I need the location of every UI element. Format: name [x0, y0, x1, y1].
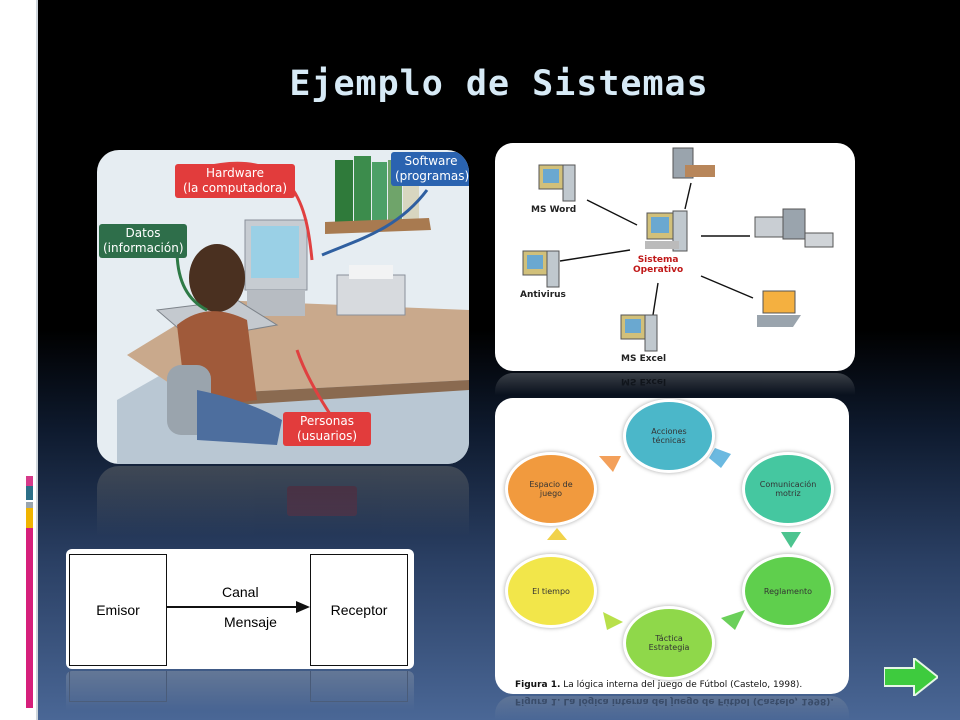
personas-label: Personas (usuarios) — [283, 412, 371, 446]
center-os-label: Sistema Operativo — [633, 255, 684, 275]
cycle-reflection-text: Figura 1. La lógica interna del juego de… — [515, 696, 834, 706]
figure-caption: Figura 1. La lógica interna del juego de… — [515, 680, 802, 690]
canal-label: Canal — [222, 584, 259, 600]
computer-illustration — [117, 156, 469, 464]
accent-bar-magenta — [26, 528, 33, 708]
comm-image-reflection — [66, 671, 414, 711]
comm-arrow — [166, 601, 310, 613]
communication-diagram: Emisor Receptor Canal Mensaje — [66, 549, 414, 669]
next-slide-label: Siguiente — [938, 658, 939, 659]
word-computer-icon — [538, 164, 576, 202]
network-illustration — [522, 147, 834, 352]
ms-word-label: MS Word — [531, 205, 577, 215]
accent-bar-gray — [26, 502, 33, 508]
ms-excel-label: MS Excel — [621, 354, 667, 364]
mensaje-label: Mensaje — [224, 614, 277, 630]
emisor-label: Emisor — [96, 602, 140, 618]
antivirus-label: Antivirus — [520, 290, 566, 300]
next-slide-button[interactable]: Siguiente — [883, 655, 940, 699]
emisor-box: Emisor — [69, 554, 167, 666]
printer — [336, 265, 406, 316]
antivirus-computer-icon — [522, 250, 560, 288]
accent-bar-yellow — [26, 508, 33, 528]
cycle-image-reflection: Figura 1. La lógica interna del juego de… — [495, 696, 849, 720]
monitor — [244, 219, 308, 316]
excel-computer-icon — [620, 314, 658, 352]
operating-system-diagram: Sistema Operativo MS Word Antivirus MS E… — [495, 143, 855, 371]
computer-image-reflection — [97, 466, 469, 536]
laptop-icon — [757, 290, 801, 327]
football-logic-diagram: Acciones técnicas Comunicación motriz Re… — [495, 398, 849, 694]
center-computer-icon — [645, 210, 688, 252]
hardware-label: Hardware (la computadora) — [175, 164, 295, 198]
datos-label: Datos (información) — [99, 224, 187, 258]
cycle-node-tiempo: El tiempo — [505, 554, 597, 628]
cycle-arrows — [547, 448, 801, 630]
slide-title: Ejemplo de Sistemas — [289, 64, 709, 104]
server-icon — [672, 147, 715, 179]
software-label: Software (programas) — [391, 152, 469, 186]
accent-bar-pink — [26, 476, 33, 486]
computer-system-image: Hardware (la computadora) Software (prog… — [97, 150, 469, 464]
figure-caption-bold: Figura 1. — [515, 680, 561, 690]
printer-icon — [754, 208, 834, 248]
receptor-box: Receptor — [310, 554, 408, 666]
network-image-reflection: MS Excel — [495, 373, 855, 395]
cycle-node-acciones: Acciones técnicas — [623, 399, 715, 473]
person — [167, 244, 282, 445]
cycle-node-tactica: Táctica Estrategia — [623, 606, 715, 680]
figure-caption-text: La lógica interna del juego de Fútbol (C… — [560, 680, 803, 690]
cycle-node-espacio: Espacio de juego — [505, 452, 597, 526]
accent-bar-teal — [26, 486, 33, 500]
sidebar-divider — [36, 0, 38, 720]
receptor-label: Receptor — [330, 602, 388, 618]
cycle-node-reglamento: Reglamento — [742, 554, 834, 628]
right-arrow-icon — [883, 655, 940, 699]
network-reflection-text: MS Excel — [621, 376, 667, 386]
cycle-node-comunicacion: Comunicación motriz — [742, 452, 834, 526]
